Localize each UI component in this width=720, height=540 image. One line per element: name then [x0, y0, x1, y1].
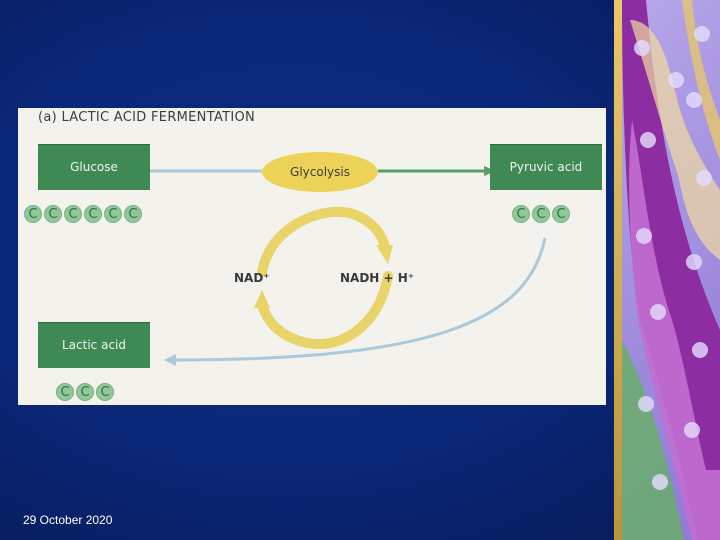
- pyruvic-acid-box: Pyruvic acid: [490, 144, 602, 190]
- glucose-label: Glucose: [70, 160, 118, 174]
- carbon-atom: C: [124, 205, 142, 223]
- cycle-arrowhead-top: [376, 245, 393, 264]
- carbon-atom: C: [84, 205, 102, 223]
- carbon-atom: C: [56, 383, 74, 401]
- cycle-arc-top: [257, 206, 390, 277]
- carbon-atom: C: [512, 205, 530, 223]
- carbon-atom: C: [24, 205, 42, 223]
- glycolysis-label: Glycolysis: [290, 165, 350, 179]
- carbon-atom: C: [532, 205, 550, 223]
- decorative-sidebar: [622, 0, 720, 540]
- pyruvic-acid-label: Pyruvic acid: [509, 160, 583, 174]
- slide-date: 29 October 2020: [23, 513, 113, 527]
- diagram-arrows: [150, 166, 547, 366]
- arrow-pyruvic-to-lactic: [173, 237, 547, 362]
- cycle-arrowhead-bottom: [254, 290, 270, 308]
- carbon-atom: C: [64, 205, 82, 223]
- carbon-atom: C: [104, 205, 122, 223]
- arrowhead-to-lactic: [164, 354, 176, 366]
- glycolysis-oval: Glycolysis: [262, 152, 378, 192]
- carbon-atom: C: [76, 383, 94, 401]
- diagram-title: (a) LACTIC ACID FERMENTATION: [38, 110, 256, 125]
- nad-label: NAD⁺: [234, 271, 270, 285]
- nadh-label: NADH + H⁺: [340, 271, 415, 285]
- carbon-atom: C: [552, 205, 570, 223]
- lactic-carbons: C C C: [56, 383, 114, 401]
- carbon-atom: C: [44, 205, 62, 223]
- diagram-image: (a) LACTIC ACID FERMENTATION Glucose C C…: [18, 108, 606, 405]
- pyruvic-carbons: C C C: [512, 205, 570, 223]
- glucose-carbons: C C C C C C: [24, 205, 142, 223]
- decorative-swirl: [622, 0, 720, 540]
- lactic-acid-box: Lactic acid: [38, 322, 150, 368]
- gold-divider: [614, 0, 622, 540]
- glucose-box: Glucose: [38, 144, 150, 190]
- cycle-arc-bottom: [257, 271, 393, 350]
- lactic-acid-label: Lactic acid: [62, 338, 126, 352]
- carbon-atom: C: [96, 383, 114, 401]
